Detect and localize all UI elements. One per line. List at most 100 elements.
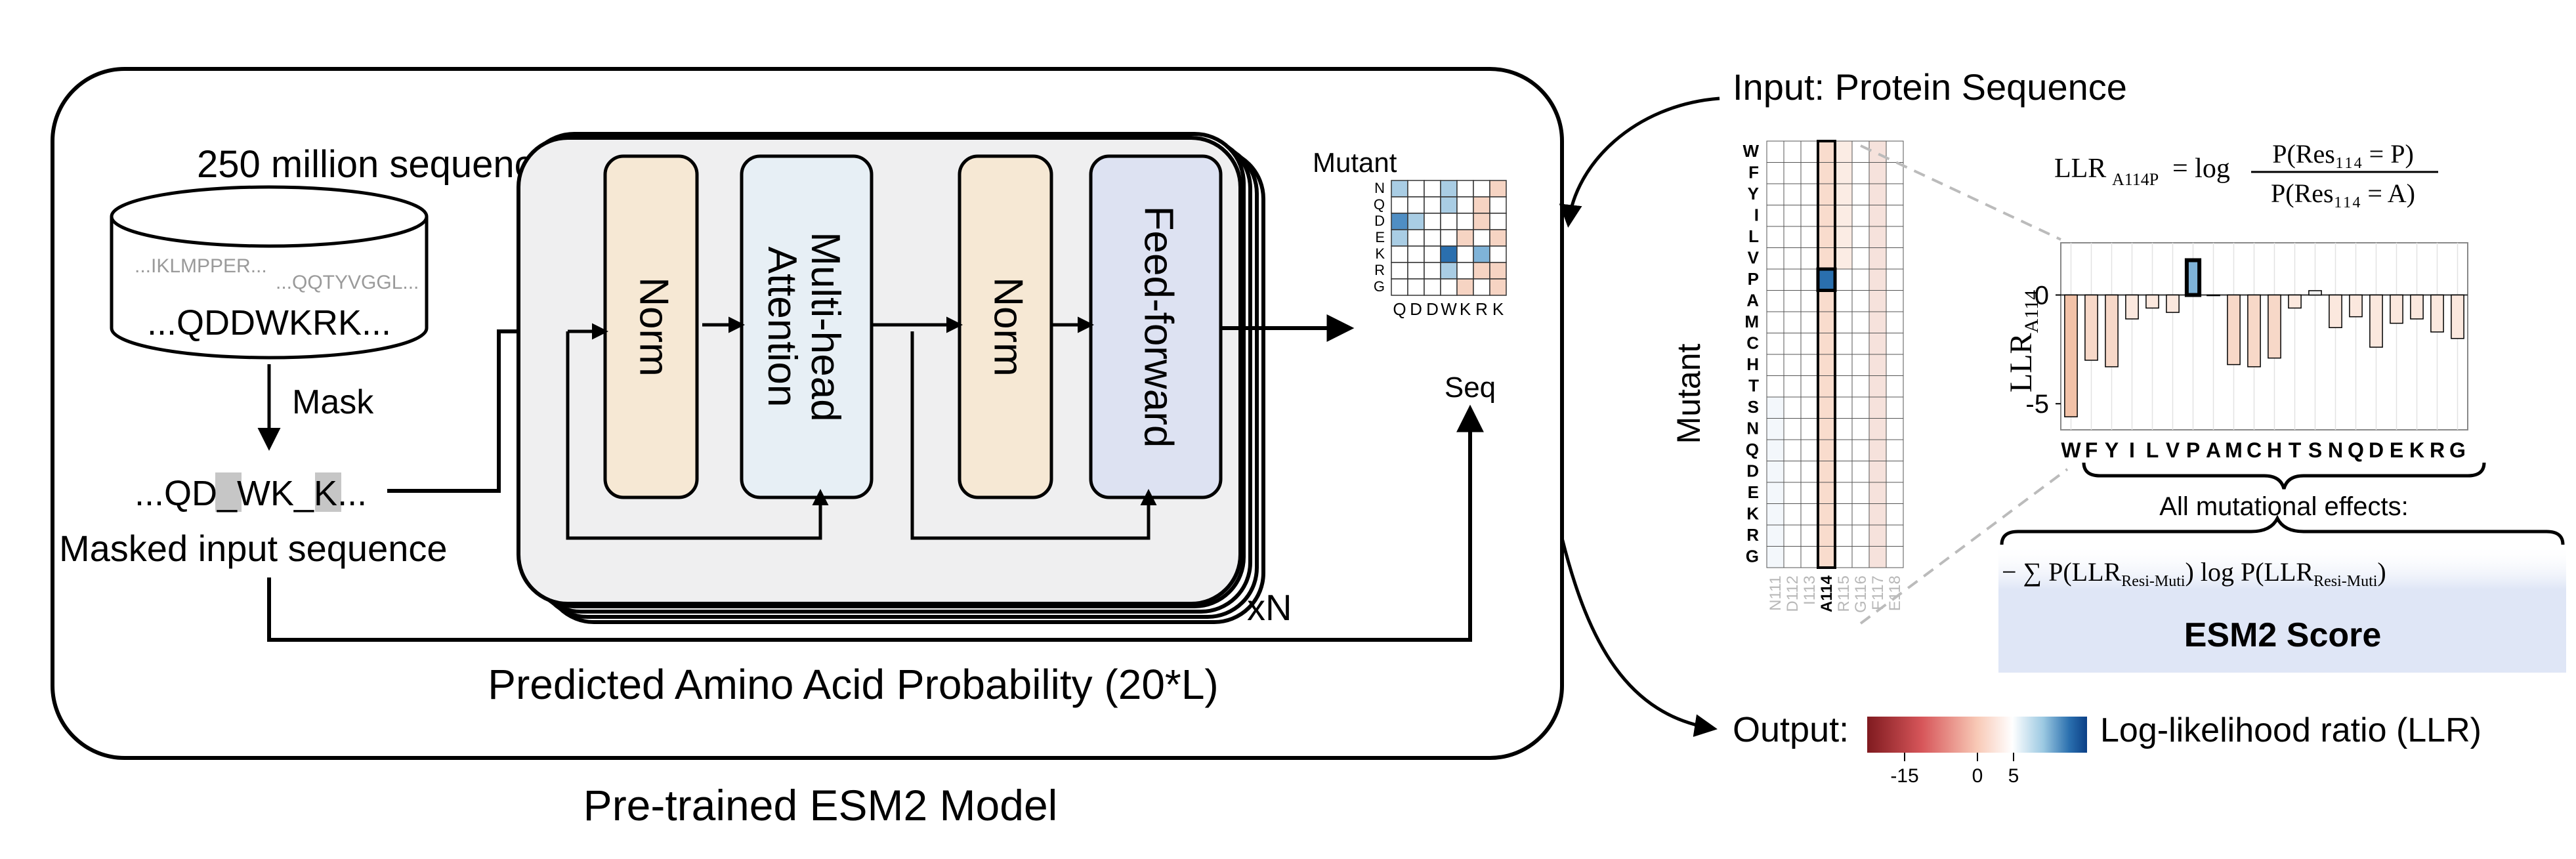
heat-cell	[1783, 140, 1802, 163]
heat-cell	[1869, 396, 1887, 419]
bar-C	[2247, 294, 2261, 367]
heat-row-label: H	[1746, 354, 1759, 374]
heat-cell	[1800, 311, 1819, 333]
heat-cell	[1766, 140, 1784, 163]
heat-row-label: W	[1742, 141, 1759, 161]
heat-cell	[1886, 183, 1904, 205]
mini-matrix-xlabel: Seq	[1445, 371, 1496, 404]
mini-cell	[1440, 229, 1458, 247]
heat-cell	[1834, 333, 1853, 355]
heat-cell	[1834, 461, 1853, 483]
heat-cell	[1834, 183, 1853, 205]
mini-row-label: D	[1374, 213, 1385, 229]
brace-top	[2082, 462, 2486, 490]
mini-cell	[1424, 180, 1441, 198]
heat-row-label: K	[1746, 504, 1759, 524]
mini-cell	[1489, 213, 1507, 230]
heat-cell	[1886, 396, 1904, 419]
heat-cell	[1766, 333, 1784, 355]
mini-row-label: R	[1374, 262, 1385, 278]
heat-cell	[1817, 333, 1836, 355]
bar-Q	[2349, 294, 2363, 318]
heat-cell	[1851, 524, 1870, 547]
heat-cell	[1766, 375, 1784, 398]
heat-cell	[1851, 354, 1870, 376]
heat-cell	[1766, 162, 1784, 184]
heat-cell	[1834, 503, 1853, 526]
heat-cell	[1834, 311, 1853, 333]
mini-cell	[1407, 196, 1425, 214]
bar-category-label: D	[2369, 438, 2384, 462]
heat-cell	[1817, 226, 1836, 248]
heat-cell	[1783, 546, 1802, 568]
heat-cell	[1783, 461, 1802, 483]
heat-cell	[1783, 354, 1802, 376]
heat-cell	[1800, 290, 1819, 312]
heat-cell	[1834, 205, 1853, 227]
heat-cell	[1886, 205, 1904, 227]
heat-cell	[1886, 503, 1904, 526]
heat-cell	[1834, 268, 1853, 291]
mini-cell	[1456, 229, 1474, 247]
llr-lhs-sub: A114P	[2112, 170, 2159, 189]
mini-row-label: E	[1375, 229, 1385, 245]
mini-col-label: D	[1410, 299, 1422, 319]
bar-category-label: Y	[2105, 438, 2119, 462]
mini-cell	[1424, 229, 1441, 247]
heat-cell	[1851, 183, 1870, 205]
heat-cell	[1800, 418, 1819, 440]
bar-V	[2166, 294, 2180, 313]
heat-cell	[1800, 375, 1819, 398]
llr-eq: = log	[2172, 154, 2230, 184]
bar-R	[2430, 294, 2444, 333]
colorbar-title: Log-likelihood ratio (LLR)	[2100, 711, 2481, 749]
mini-cell	[1489, 229, 1507, 247]
heat-cell	[1834, 375, 1853, 398]
heat-highlight-column	[1817, 140, 1836, 569]
residual-2	[910, 331, 1157, 540]
heat-cell	[1817, 311, 1836, 333]
heat-cell	[1834, 162, 1853, 184]
heat-cell	[1800, 226, 1819, 248]
colorbar-tick-label: 0	[1972, 765, 1983, 787]
mini-cell	[1424, 213, 1441, 230]
mini-col-label: Q	[1393, 299, 1406, 319]
heat-col-label: G116	[1852, 576, 1870, 613]
bar-W	[2064, 294, 2078, 417]
transformer-block-label: Norm	[986, 277, 1031, 377]
heat-cell	[1869, 311, 1887, 333]
heat-cell	[1834, 396, 1853, 419]
effects-label: All mutational effects:	[2159, 492, 2408, 521]
mini-cell	[1440, 278, 1458, 296]
heat-row-label: M	[1744, 312, 1759, 331]
input-arrow-curve	[1559, 96, 1720, 228]
heat-cell	[1766, 183, 1784, 205]
heat-row-label: S	[1748, 397, 1759, 417]
mini-cell	[1391, 213, 1408, 230]
bar-E	[2390, 294, 2403, 324]
transformer-layer	[517, 136, 1242, 606]
heat-cell	[1869, 482, 1887, 504]
heat-row-label: I	[1754, 205, 1759, 225]
heat-highlight-cell	[1816, 267, 1837, 292]
heat-cell	[1886, 546, 1904, 568]
heat-cell	[1834, 418, 1853, 440]
heat-row-label: G	[1746, 547, 1759, 566]
bar-category-label: F	[2085, 438, 2098, 462]
heat-cell	[1800, 396, 1819, 419]
bar-category-label: M	[2225, 438, 2243, 462]
heat-row-label: T	[1748, 376, 1759, 396]
masked-input-label: Masked input sequence	[59, 528, 448, 569]
db-snippet-2: ...QQTYVGGL...	[276, 272, 419, 293]
mini-cell	[1424, 262, 1441, 280]
heat-cell	[1834, 546, 1853, 568]
heat-cell	[1869, 354, 1887, 376]
bar-category-label: S	[2308, 438, 2322, 462]
heat-cell	[1800, 482, 1819, 504]
heat-cell	[1851, 311, 1870, 333]
heat-row-label: C	[1746, 333, 1759, 353]
mask-token-2	[315, 472, 341, 512]
mini-cell	[1456, 213, 1474, 230]
